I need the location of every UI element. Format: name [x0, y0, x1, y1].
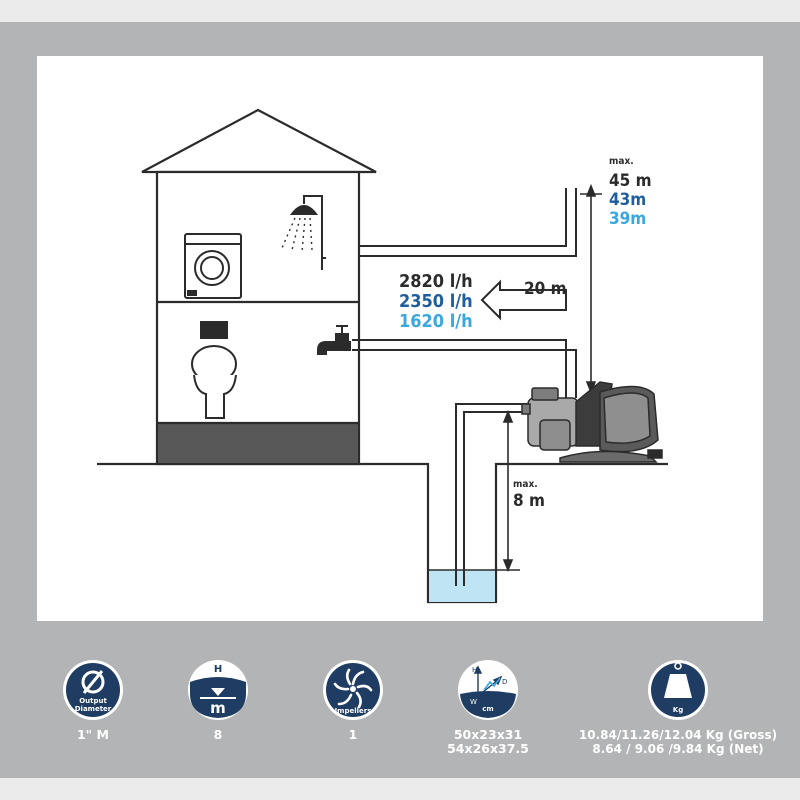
dimensions-axis-h: H [472, 666, 477, 674]
toilet-icon [191, 321, 237, 419]
spec-impellers: Impellers 1 [283, 658, 423, 742]
flow-rate-3: 1620 l/h [399, 311, 473, 332]
impellers-value: 1 [348, 727, 358, 742]
dimensions-gross: 54x26x37.5 [447, 741, 529, 756]
dimensions-values: 50x23x31 54x26x37.5 [418, 728, 558, 756]
dimensions-icon: H W D cm [456, 658, 520, 722]
washing-machine-icon [184, 233, 242, 299]
max-suction-unit: m [210, 699, 226, 717]
dimensions-axis-d: D [502, 678, 507, 686]
max-head-dimension [580, 183, 602, 395]
dimensions-net: 50x23x31 [453, 727, 523, 742]
weight-caption: Kg [673, 706, 683, 714]
water-tap-icon [317, 325, 351, 355]
flow-arrow [480, 279, 567, 321]
flow-rate-2: 2350 l/h [399, 291, 473, 312]
spec-icons-row: Output Diameter 1" M H max m 8 [0, 658, 800, 768]
weight-values: 10.84/11.26/12.04 Kg (Gross) 8.64 / 9.06… [578, 728, 778, 756]
output-diameter-value: 1" M [76, 727, 109, 742]
impellers-caption: Impellers [335, 707, 372, 715]
max-height-value-1: 45 m [609, 171, 652, 191]
dimensions-caption: cm [482, 705, 493, 713]
pipes [352, 188, 577, 586]
max-height-label: max. [609, 156, 634, 167]
output-diameter-caption-1: Output [79, 697, 107, 705]
house [141, 108, 377, 466]
max-suction-h: H [214, 664, 222, 675]
max-suction-max: max [204, 674, 233, 688]
delivery-height-label: 20 m [524, 279, 567, 299]
impeller-icon: Impellers [321, 658, 385, 722]
shower-icon [281, 195, 326, 270]
suction-depth-dimension [496, 409, 520, 573]
max-suction-value: 8 [213, 727, 223, 742]
suction-depth-value: 8 m [513, 491, 545, 511]
dimensions-axis-w: W [470, 698, 477, 706]
pump-illustration [521, 381, 663, 463]
ground [97, 462, 668, 604]
spec-weight: Kg 10.84/11.26/12.04 Kg (Gross) 8.64 / 9… [579, 658, 777, 756]
max-height-value-3: 39m [609, 209, 646, 229]
spec-max-suction: H max m 8 [148, 658, 288, 742]
spec-dimensions: H W D cm 50x23x31 54x26x37.5 [418, 658, 558, 756]
max-height-value-2: 43m [609, 190, 646, 210]
weight-icon: Kg [646, 658, 710, 722]
suction-max-label: max. [513, 479, 538, 490]
well-water [429, 570, 495, 602]
max-suction-height-icon: H max m [186, 658, 250, 722]
output-diameter-caption-2: Diameter [75, 705, 112, 713]
weight-gross: 10.84/11.26/12.04 Kg (Gross) [578, 728, 778, 742]
weight-net: 8.64 / 9.06 /9.84 Kg (Net) [592, 742, 764, 756]
output-diameter-icon: Output Diameter [61, 658, 125, 722]
pump-installation-diagram: max. 45 m 43m 39m 2820 l/h 2350 l/h 1620… [97, 108, 668, 604]
spec-output-diameter: Output Diameter 1" M [23, 658, 163, 742]
flow-rate-1: 2820 l/h [399, 271, 473, 292]
